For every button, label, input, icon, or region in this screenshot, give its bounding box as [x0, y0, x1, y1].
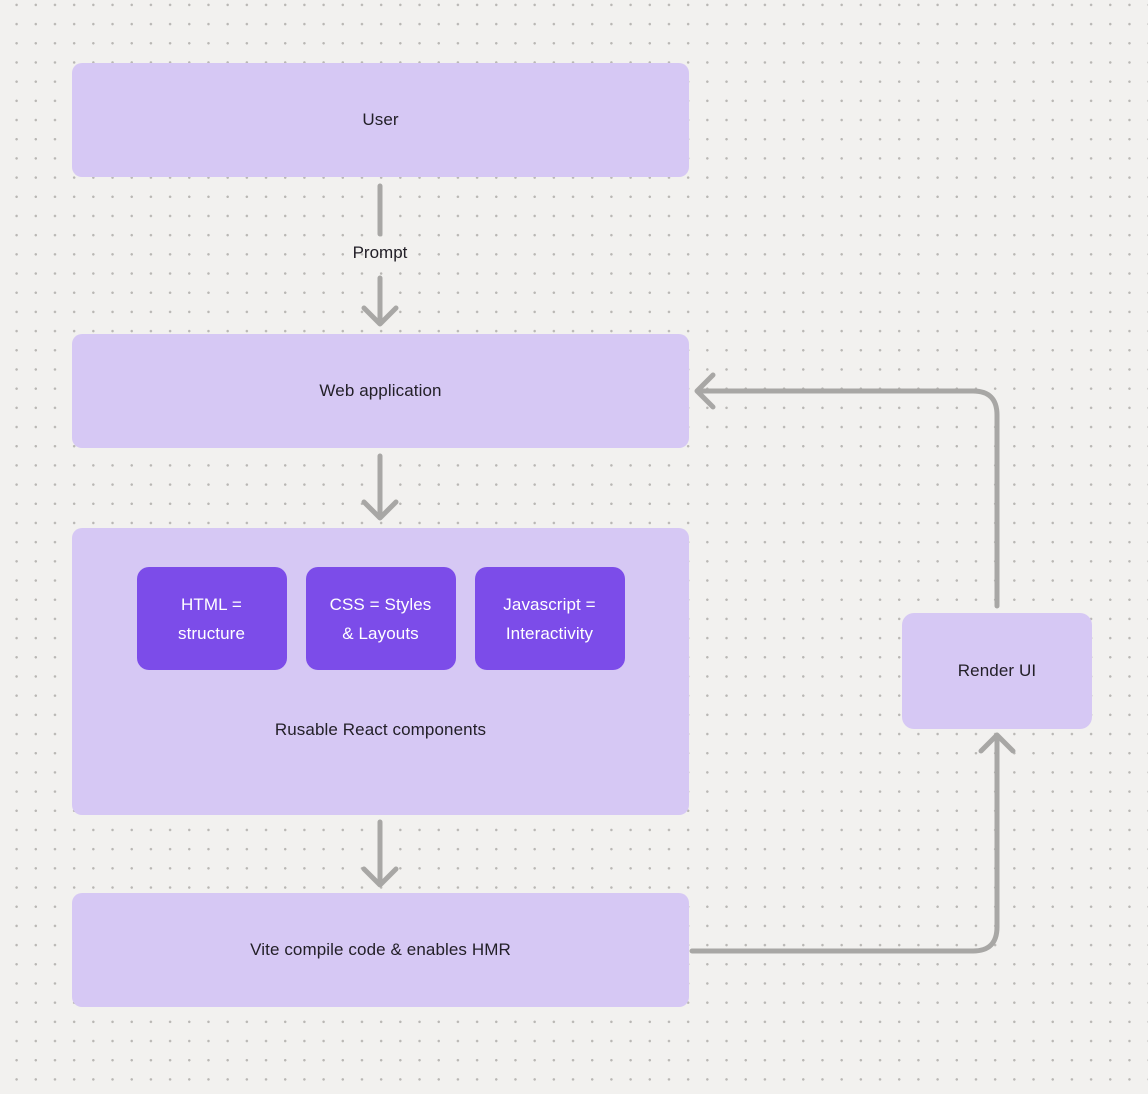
arrow-left-icon [694, 372, 716, 410]
arrow-up-icon [978, 732, 1016, 754]
node-react-components-group[interactable]: HTML = structure CSS = Styles & Layouts … [72, 528, 689, 815]
edge-label-prompt: Prompt [352, 243, 408, 262]
arrow-down-icon [361, 305, 399, 327]
mini-node-javascript[interactable]: Javascript = Interactivity [474, 567, 625, 670]
node-render-ui[interactable]: Render UI [902, 613, 1092, 729]
mini-node-html-label: HTML = structure [177, 594, 246, 643]
connector-prompt-to-webapp [361, 275, 399, 327]
node-render-ui-label: Render UI [957, 661, 1037, 680]
node-web-application-label: Web application [319, 381, 442, 400]
node-vite[interactable]: Vite compile code & enables HMR [72, 893, 689, 1007]
connector-vite-to-renderui [689, 732, 1016, 954]
connector-components-to-vite [361, 819, 399, 888]
node-user[interactable]: User [72, 63, 689, 177]
connector-renderui-to-webapp [694, 372, 1000, 609]
node-user-label: User [362, 110, 399, 129]
components-group-caption: Rusable React components [274, 720, 487, 739]
connector-webapp-to-components [361, 453, 399, 521]
node-vite-label: Vite compile code & enables HMR [250, 940, 511, 959]
arrow-down-icon [361, 866, 399, 888]
mini-node-css[interactable]: CSS = Styles & Layouts [305, 567, 456, 670]
mini-node-css-label: CSS = Styles & Layouts [329, 594, 432, 643]
arrow-down-icon [361, 499, 399, 521]
mini-node-javascript-label: Javascript = Interactivity [503, 594, 596, 643]
mini-node-row: HTML = structure CSS = Styles & Layouts … [72, 567, 689, 670]
mini-node-html[interactable]: HTML = structure [136, 567, 287, 670]
node-web-application[interactable]: Web application [72, 334, 689, 448]
